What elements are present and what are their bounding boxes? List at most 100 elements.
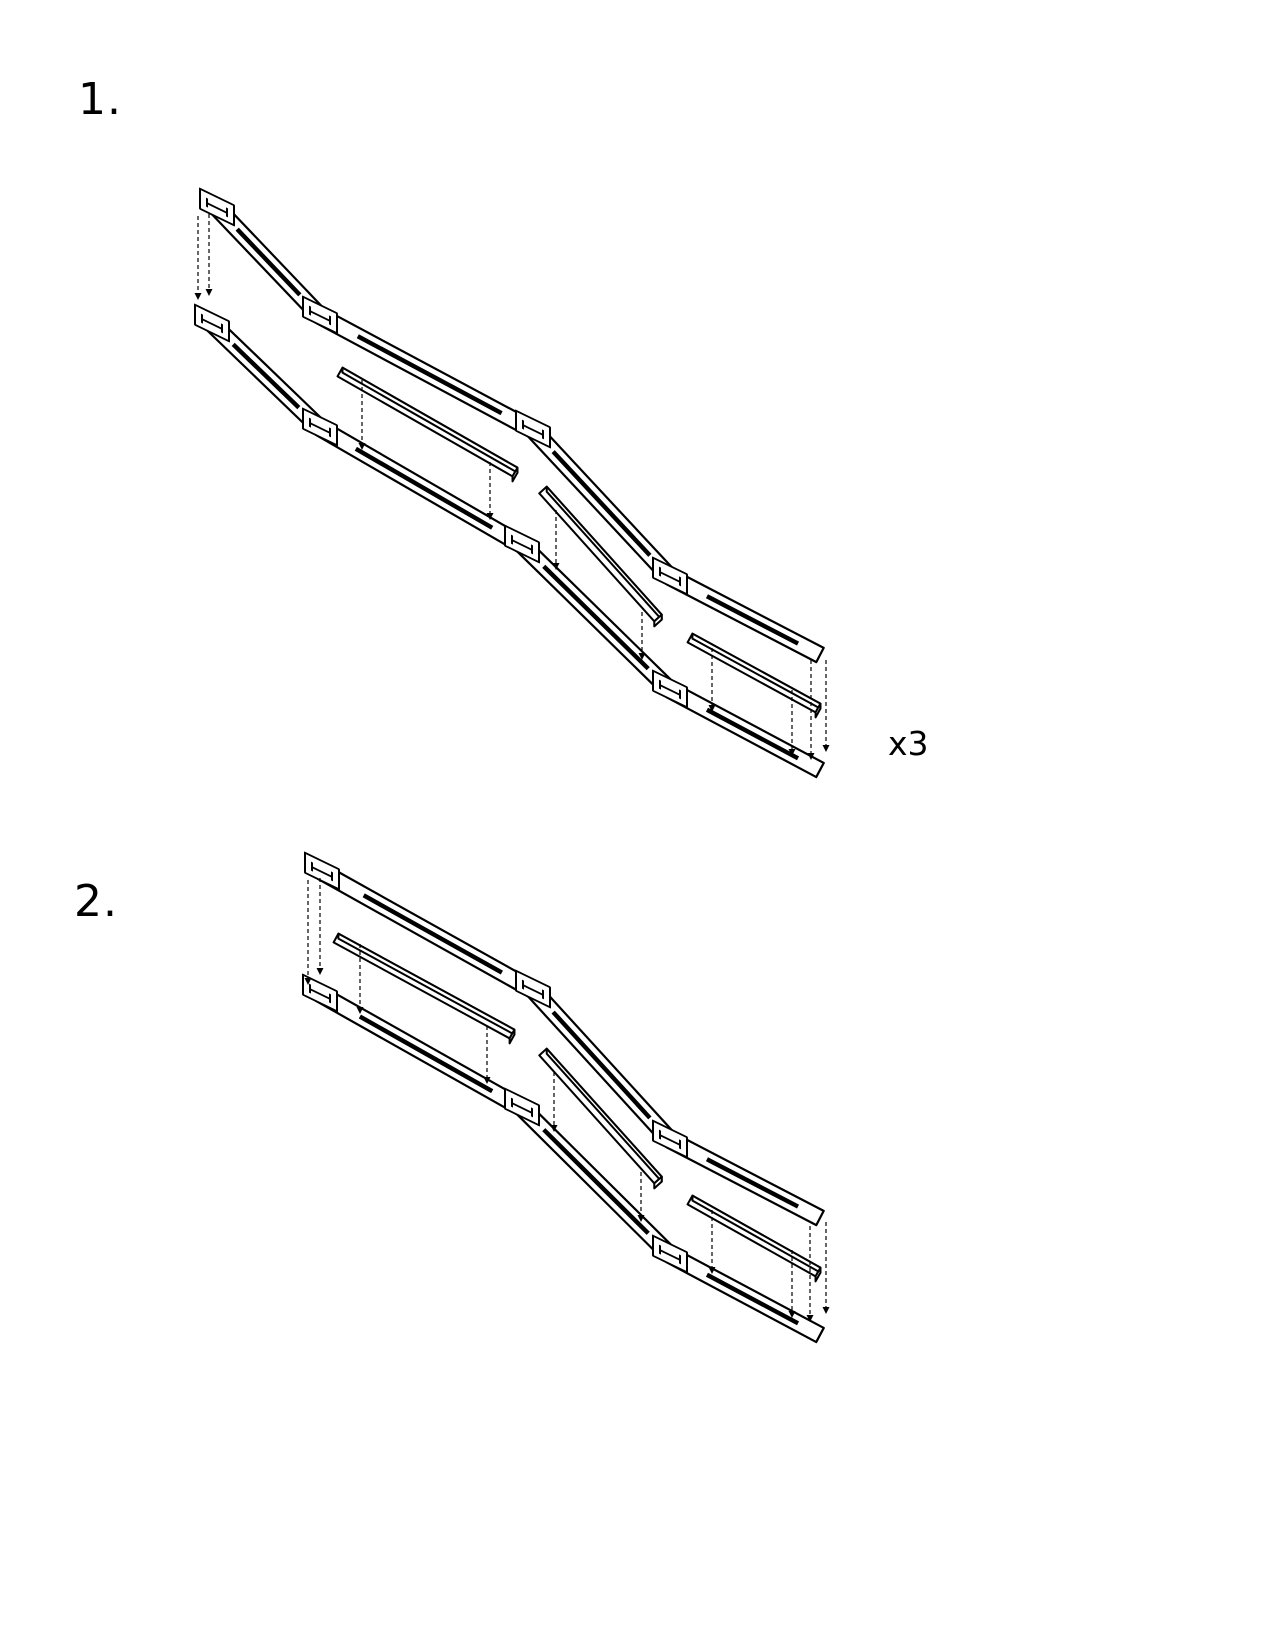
upper-frame-rail-connector-tab	[302, 295, 338, 335]
drop-guide	[356, 944, 364, 1014]
h-slot-mark	[511, 1097, 533, 1118]
lower-frame-rail-connector-tab	[194, 303, 230, 343]
upper-frame-rail-slot	[705, 594, 800, 646]
drop-guide	[205, 214, 213, 296]
drop-guide	[807, 660, 815, 760]
lower-frame-rail	[302, 973, 825, 1344]
lower-frame-rail-connector-tab	[652, 669, 688, 709]
arrow-head-icon	[708, 1267, 716, 1274]
h-slot-mark	[511, 534, 533, 555]
arrow-head-icon	[486, 513, 494, 520]
drop-guide	[483, 1026, 491, 1084]
h-slot-mark	[201, 313, 223, 334]
lower-frame-rail-connector-tab	[504, 1087, 540, 1127]
lower-frame-rail-slot	[542, 1128, 650, 1235]
arrow-head-icon	[205, 289, 213, 296]
drop-guide	[822, 1222, 830, 1314]
brace-bar	[686, 632, 822, 719]
upper-frame-rail-connector-tab	[304, 851, 340, 891]
drop-guide	[806, 1226, 814, 1322]
upper-frame-rail-slot	[235, 227, 302, 297]
arrow-head-icon	[822, 1307, 830, 1314]
step-1-label: 1.	[78, 74, 122, 125]
drop-guide	[316, 878, 324, 975]
bar-end-face	[814, 1266, 822, 1283]
lower-frame-rail-slot	[542, 564, 650, 671]
drop-guide	[358, 380, 366, 450]
lower-frame-rail-connector-tab	[504, 524, 540, 564]
arrow-head-icon	[304, 978, 312, 985]
h-slot-mark	[522, 419, 544, 440]
upper-frame-rail-slot	[551, 1010, 652, 1120]
upper-frame-rail-slot	[362, 893, 503, 975]
arrow-head-icon	[806, 1315, 814, 1322]
h-slot-mark	[522, 979, 544, 1000]
lower-frame-rail-slot	[705, 707, 800, 761]
bar-end-face	[814, 702, 822, 719]
upper-frame-rail-connector-tab	[652, 556, 688, 596]
h-slot-mark	[309, 417, 331, 438]
arrow-head-icon	[316, 968, 324, 975]
brace-bar	[332, 932, 516, 1045]
upper-frame-rail-slot	[356, 334, 503, 416]
upper-frame-rail	[199, 187, 825, 664]
h-slot-mark	[309, 305, 331, 326]
lower-frame-rail-slot	[354, 446, 494, 530]
brace-bar	[336, 366, 519, 483]
lower-frame-rail-slot	[358, 1014, 494, 1094]
bar-end-face	[511, 466, 519, 483]
drop-guide	[788, 690, 796, 756]
step-2-label: 2.	[74, 876, 118, 927]
h-slot-mark	[206, 197, 228, 218]
arrow-head-icon	[788, 749, 796, 756]
upper-frame-rail-connector-tab	[652, 1119, 688, 1159]
upper-frame-rail-connector-tab	[515, 969, 551, 1009]
h-slot-mark	[659, 1129, 681, 1150]
brace-bar	[538, 485, 663, 628]
step-1-quantity: x3	[888, 724, 929, 763]
step-1-assembly-diagram	[194, 187, 830, 779]
lower-frame-rail-connector-tab	[652, 1234, 688, 1274]
upper-frame-rail-connector-tab	[515, 409, 551, 449]
bar-end-face	[653, 613, 663, 628]
drop-guide	[708, 1210, 716, 1274]
lower-frame-rail-connector-tab	[302, 973, 338, 1013]
drop-guide	[822, 660, 830, 752]
drop-guide	[637, 1172, 645, 1222]
lower-frame-rail-connector-tab	[302, 407, 338, 447]
drop-guide	[304, 880, 312, 985]
h-slot-mark	[659, 1244, 681, 1265]
arrow-head-icon	[807, 753, 815, 760]
brace-bar	[538, 1047, 663, 1190]
upper-frame-rail-slot	[551, 450, 652, 557]
arrow-head-icon	[483, 1077, 491, 1084]
lower-frame-rail-slot	[231, 342, 301, 410]
arrow-head-icon	[194, 293, 202, 300]
arrow-head-icon	[637, 1215, 645, 1222]
bar-end-face	[508, 1028, 516, 1045]
drop-guide	[638, 612, 646, 660]
arrow-head-icon	[552, 563, 560, 570]
h-slot-mark	[659, 566, 681, 587]
h-slot-mark	[309, 983, 331, 1004]
arrow-head-icon	[788, 1311, 796, 1318]
upper-frame-rail-slot	[705, 1157, 800, 1209]
drop-guide	[788, 1250, 796, 1318]
upper-frame-rail	[304, 851, 825, 1227]
upper-frame-rail-connector-tab	[199, 187, 235, 227]
drop-guide	[486, 462, 494, 520]
brace-bar	[686, 1194, 822, 1283]
lower-frame-rail-slot	[705, 1272, 800, 1326]
arrow-head-icon	[708, 705, 716, 712]
drop-guide	[552, 510, 560, 570]
arrow-head-icon	[638, 653, 646, 660]
drop-guide	[194, 216, 202, 300]
h-slot-mark	[311, 861, 333, 882]
arrow-head-icon	[356, 1007, 364, 1014]
arrow-head-icon	[822, 745, 830, 752]
bar-end-face	[653, 1175, 663, 1190]
arrow-head-icon	[550, 1125, 558, 1132]
drop-guide	[708, 648, 716, 712]
drop-guide	[550, 1072, 558, 1132]
